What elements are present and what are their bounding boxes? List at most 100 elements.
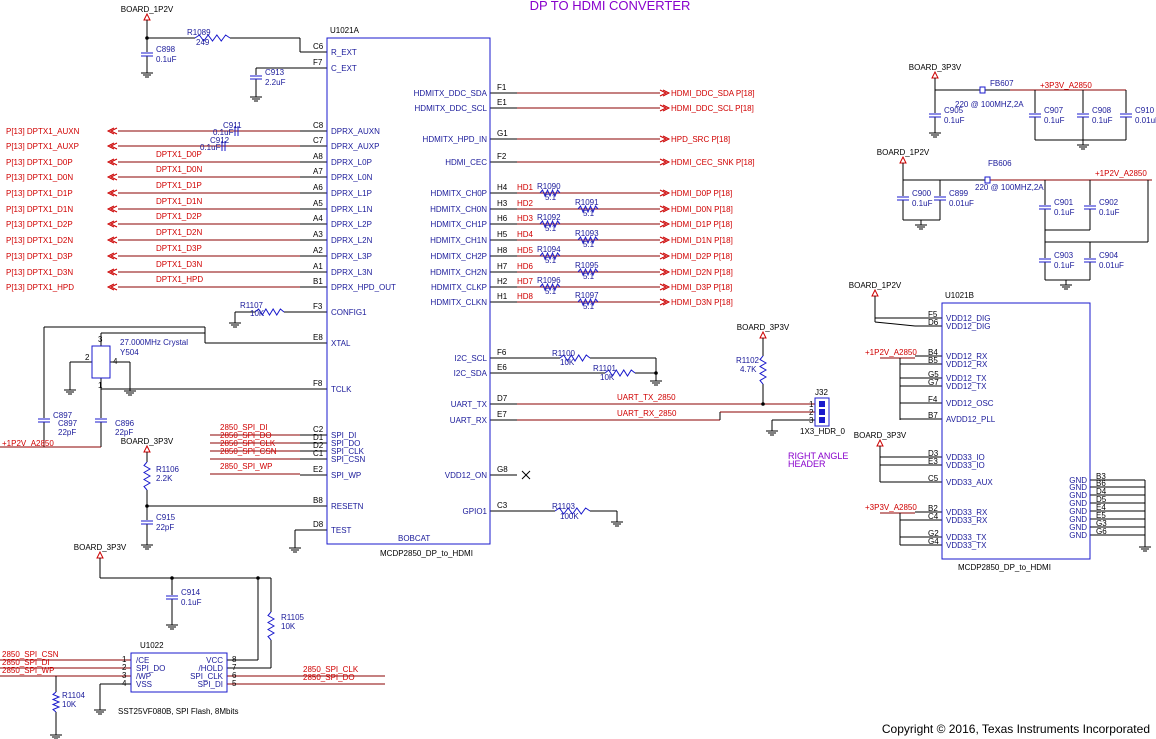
pin-number: 8 bbox=[232, 655, 237, 664]
copyright-text: Copyright © 2016, Texas Instruments Inco… bbox=[882, 722, 1150, 736]
junction-dot bbox=[256, 576, 260, 580]
pin-number: E6 bbox=[497, 363, 507, 372]
cap-ref: C900 bbox=[912, 189, 932, 198]
offpage-arrow-icon bbox=[659, 104, 668, 112]
pin-name: GND bbox=[1069, 515, 1087, 524]
cap-value: 22pF bbox=[58, 428, 76, 437]
pin-name: VDD12_TX bbox=[946, 374, 987, 383]
dp-input-label: P[13] DPTX1_HPD bbox=[6, 283, 74, 292]
pin-name: /HOLD bbox=[199, 664, 224, 673]
capacitor bbox=[221, 141, 226, 151]
pin-name: C_EXT bbox=[331, 64, 357, 73]
ground-symbol bbox=[250, 92, 262, 102]
power-rail-symbol bbox=[759, 330, 767, 344]
pin-number: H7 bbox=[497, 262, 508, 271]
power-rail-label: BOARD_1P2V bbox=[849, 281, 902, 290]
dp-net-label: DPTX1_D2N bbox=[156, 228, 202, 237]
capacitor bbox=[897, 196, 909, 201]
dp-input-label: P[13] DPTX1_D2P bbox=[6, 220, 73, 229]
offpage-arrow-icon bbox=[109, 283, 118, 291]
dp-net-label: DPTX1_HPD bbox=[156, 275, 203, 284]
cap-value: 0.1uF bbox=[156, 55, 177, 64]
hdmi-output-label: HDMI_D0N P[18] bbox=[671, 205, 733, 214]
offpage-arrow-icon bbox=[662, 158, 671, 166]
power-rail-symbol bbox=[931, 70, 939, 84]
pin-name: SPI_DO bbox=[331, 439, 360, 448]
dp-net-label: DPTX1_D3P bbox=[156, 244, 202, 253]
pin-name: HDMITX_CH1P bbox=[431, 220, 487, 229]
pin-number: G7 bbox=[928, 378, 939, 387]
ferrite-bead bbox=[979, 86, 986, 94]
offpage-arrow-icon bbox=[106, 173, 115, 181]
dp-input-label: P[13] DPTX1_D1N bbox=[6, 205, 73, 214]
power-rail-label: BOARD_1P2V bbox=[121, 5, 174, 14]
offpage-arrow-icon bbox=[662, 236, 671, 244]
spi-net-label: 2850_SPI_CLK bbox=[303, 665, 359, 674]
pin-number: D2 bbox=[313, 441, 324, 450]
capacitor bbox=[141, 520, 153, 525]
pin-number: F7 bbox=[313, 58, 323, 67]
pin-number: D6 bbox=[928, 318, 939, 327]
cap-ref: C905 bbox=[944, 106, 964, 115]
resistor-value: 10K bbox=[281, 622, 296, 631]
wire bbox=[874, 321, 916, 327]
pin-number: 2 bbox=[122, 663, 127, 672]
capacitor bbox=[141, 52, 153, 57]
rail-label: +1P2V_A2850 bbox=[1095, 169, 1147, 178]
pin-number: H6 bbox=[497, 214, 508, 223]
power-rail-label: BOARD_3P3V bbox=[737, 323, 790, 332]
hdmi-output-label: HDMI_D2P P[18] bbox=[671, 252, 732, 261]
offpage-arrow-icon bbox=[659, 298, 668, 306]
ground-symbol bbox=[50, 730, 62, 739]
resistor bbox=[577, 235, 599, 245]
spi-net-label: 2850_SPI_CSN bbox=[220, 447, 277, 456]
resistor-ref: R1104 bbox=[62, 691, 86, 700]
cap-value: 0.1uF bbox=[1054, 208, 1075, 217]
pin-name: I2C_SCL bbox=[455, 354, 488, 363]
header-part: 1X3_HDR_0 bbox=[800, 427, 845, 436]
pin-number: B5 bbox=[928, 356, 938, 365]
cap-ref: C896 bbox=[115, 419, 135, 428]
crystal-ref: Y504 bbox=[120, 348, 139, 357]
cap-ref: C910 bbox=[1135, 106, 1155, 115]
pin-number: D3 bbox=[928, 449, 939, 458]
pin-name: DPRX_L2N bbox=[331, 236, 373, 245]
pin-name: VDD12_DIG bbox=[946, 322, 990, 331]
pin-number: B3 bbox=[1096, 472, 1106, 481]
header-pin bbox=[819, 409, 825, 415]
hd-net-label: HD1 bbox=[517, 183, 534, 192]
cap-ref: C915 bbox=[156, 513, 176, 522]
junction-dot bbox=[654, 371, 658, 375]
pin-name: HDMITX_CH2N bbox=[430, 268, 487, 277]
dp-net-label: DPTX1_D1P bbox=[156, 181, 202, 190]
resistor bbox=[267, 611, 275, 641]
offpage-arrow-icon bbox=[662, 220, 671, 228]
pin-number: E3 bbox=[928, 457, 938, 466]
capacitor bbox=[1039, 205, 1051, 210]
dp-net-label: DPTX1_D0N bbox=[156, 165, 202, 174]
cap-ref: C897 bbox=[53, 411, 73, 420]
pin-number: E8 bbox=[313, 333, 323, 342]
resistor-value: 10K bbox=[560, 358, 575, 367]
ic-tag: BOBCAT bbox=[398, 534, 430, 543]
pin-number: C1 bbox=[313, 449, 324, 458]
pin-name: GND bbox=[1069, 499, 1087, 508]
ic-part: MCDP2850_DP_to_HDMI bbox=[380, 549, 473, 558]
cap-ref: C897 bbox=[58, 419, 78, 428]
pin-number: H1 bbox=[497, 292, 508, 301]
pin-name: VDD12_ON bbox=[445, 471, 487, 480]
pin-name: SPI_CLK bbox=[190, 672, 224, 681]
cap-ref: C899 bbox=[949, 189, 969, 198]
ground-symbol bbox=[929, 128, 941, 138]
dp-input-label: P[13] DPTX1_AUXP bbox=[6, 142, 79, 151]
offpage-arrow-icon bbox=[109, 236, 118, 244]
resistor-value: 5.1 bbox=[583, 302, 595, 311]
offpage-arrow-icon bbox=[106, 283, 115, 291]
dp-net-label: DPTX1_D0P bbox=[156, 150, 202, 159]
offpage-arrow-icon bbox=[109, 268, 118, 276]
resistor-value: 2.2K bbox=[156, 474, 173, 483]
pin-number: F1 bbox=[497, 83, 507, 92]
offpage-arrow-icon bbox=[662, 89, 671, 97]
rail-label: +3P3V_A2850 bbox=[1040, 81, 1092, 90]
